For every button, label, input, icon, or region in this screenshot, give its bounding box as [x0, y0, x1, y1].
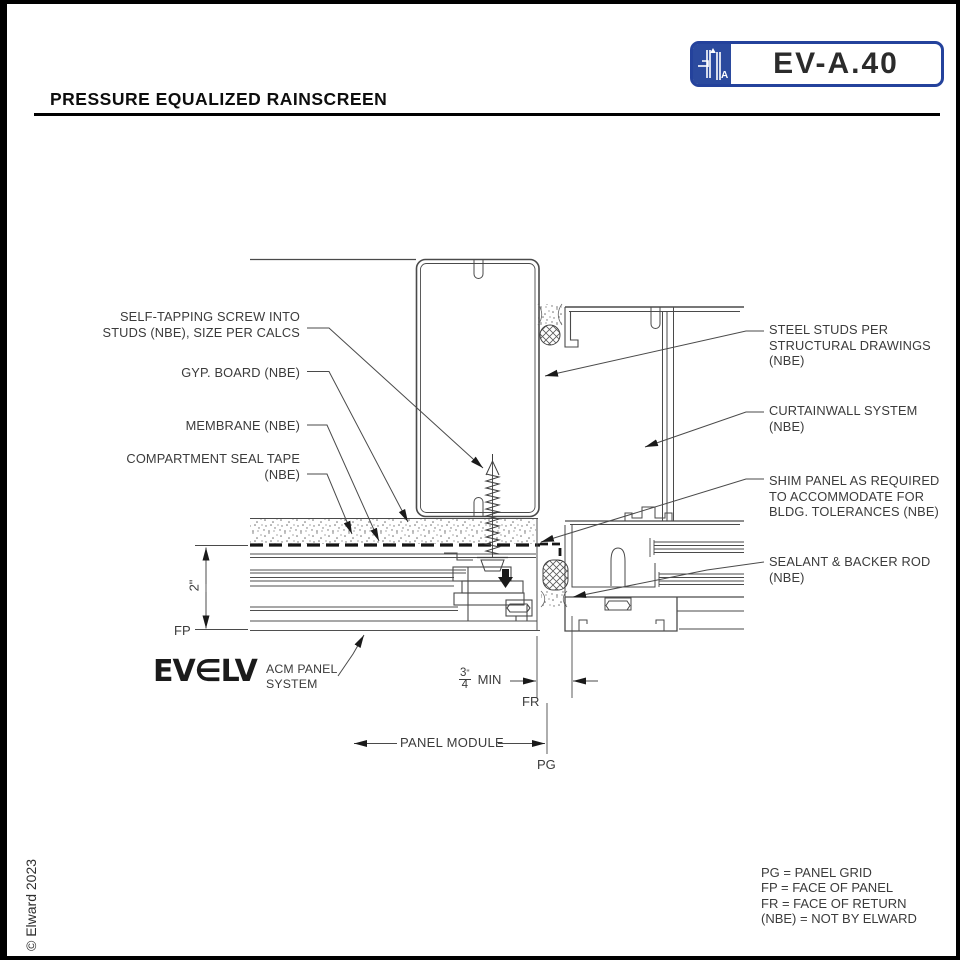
legend-item-pg: PG = PANEL GRID	[761, 865, 872, 880]
title-rule	[34, 113, 940, 116]
callout-compartment-seal-tape: COMPARTMENT SEAL TAPE (NBE)	[126, 451, 300, 482]
marker-pg: PG	[537, 757, 556, 772]
callout-curtainwall-system: CURTAINWALL SYSTEM (NBE)	[769, 403, 918, 434]
marker-fr: FR	[522, 694, 540, 709]
self-tapping-screw	[477, 454, 508, 572]
drawing-number: EV-A.40	[773, 47, 899, 80]
legend-item-fp: FP = FACE OF PANEL	[761, 880, 894, 896]
gyp-board-layer	[250, 517, 538, 544]
callout-steel-studs: STEEL STUDS PER STRUCTURAL DRAWINGS (NBE…	[769, 322, 931, 368]
evolv-product-label: ACM PANEL SYSTEM	[266, 662, 338, 691]
evolv-logo: EV∈LV	[153, 654, 258, 689]
membrane-layer	[250, 542, 562, 561]
rainscreen-detail-drawing	[195, 258, 765, 754]
drawing-number-badge: A EV-A.40	[690, 41, 944, 87]
callout-membrane: MEMBRANE (NBE)	[185, 418, 300, 433]
dimension-joint-qualifier: MIN	[477, 671, 502, 687]
dimension-lines	[195, 545, 598, 754]
marker-fp: FP	[174, 623, 191, 638]
panel-clip-assembly	[444, 552, 533, 621]
leader-lines	[307, 327, 765, 677]
dimension-joint-min: 3" 4 MIN	[459, 667, 502, 691]
page-title: PRESSURE EQUALIZED RAINSCREEN	[50, 89, 388, 109]
legend-item-nbe: (NBE) = NOT BY ELWARD	[761, 911, 917, 927]
dimension-panel-module: PANEL MODULE	[400, 735, 505, 750]
callout-gyp-board: GYP. BOARD (NBE)	[181, 365, 300, 380]
elward-logo-icon: A	[693, 44, 731, 84]
bottom-sealant-joint	[540, 559, 569, 608]
svg-text:A: A	[721, 70, 728, 81]
callout-self-tapping-screw: SELF-TAPPING SCREW INTO STUDS (NBE), SIZ…	[102, 309, 300, 340]
callout-shim-panel: SHIM PANEL AS REQUIRED TO ACCOMMODATE FO…	[769, 473, 940, 519]
curtainwall-mullion	[564, 306, 744, 521]
acm-panel-layers	[250, 518, 540, 631]
steel-stud-section	[415, 258, 540, 518]
legend: PG = PANEL GRID FP = FACE OF PANEL FR = …	[761, 865, 917, 927]
callout-sealant-backer-rod: SEALANT & BACKER ROD (NBE)	[769, 554, 931, 585]
dimension-2in: 2"	[186, 579, 202, 592]
copyright-notice: © Elward 2023	[23, 858, 39, 951]
top-sealant-joint	[537, 303, 563, 346]
curtainwall-bottom-rail	[564, 506, 744, 632]
legend-item-fr: FR = FACE OF RETURN	[761, 895, 907, 911]
